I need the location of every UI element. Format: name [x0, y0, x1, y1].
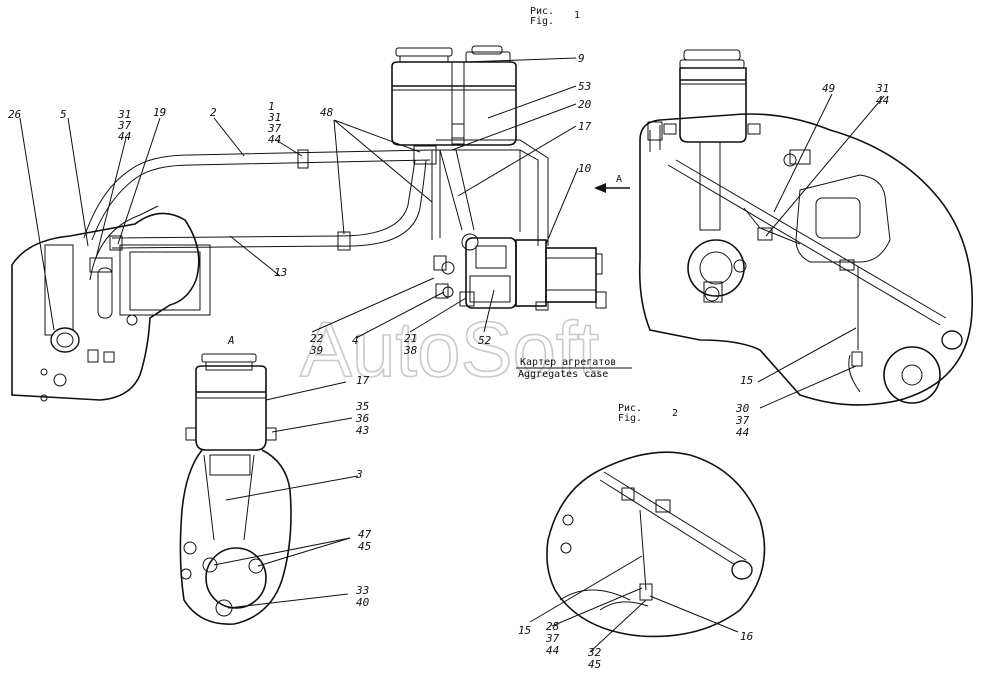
aggregates-case-en: Aggregates case	[518, 369, 608, 380]
callout-22: 22	[310, 332, 324, 345]
center-bracket	[430, 139, 549, 246]
callout-32: 32	[587, 646, 602, 659]
callout-30: 30	[735, 402, 750, 415]
callout-35: 35	[355, 400, 369, 413]
callout-20: 20	[578, 98, 592, 111]
callout-37: 37	[735, 414, 750, 427]
aggregates-case-ru: Картер агрегатов	[520, 357, 616, 368]
callout-52: 52	[478, 334, 492, 347]
center-reservoir	[391, 45, 517, 146]
view-a-section-label: A	[227, 334, 235, 347]
callout-1: 1	[268, 100, 275, 113]
callout-19: 19	[153, 106, 166, 119]
fig2-detail	[546, 451, 766, 638]
callout-31: 31	[117, 108, 131, 121]
callout-44: 44	[118, 130, 131, 143]
callout-2: 2	[210, 106, 217, 119]
callout-26: 26	[8, 108, 22, 121]
callout-15: 15	[518, 624, 531, 637]
callout-44: 44	[876, 94, 889, 107]
callout-43: 43	[356, 424, 369, 437]
callout-48: 48	[320, 106, 334, 119]
leader-lines	[19, 57, 885, 653]
callout-53: 53	[578, 80, 591, 93]
fig1-caption: Рис. Fig. 1	[530, 6, 580, 27]
callout-15: 15	[740, 374, 753, 387]
callout-44: 44	[736, 426, 749, 439]
callout-9: 9	[578, 52, 585, 65]
callout-37: 37	[117, 119, 132, 132]
center-pump	[433, 233, 607, 311]
view-a-section: A	[179, 334, 292, 625]
fig2-caption: Рис. Fig. 2	[618, 403, 678, 424]
view-a-arrow: A	[594, 174, 630, 193]
fig2-en: Fig.	[618, 413, 642, 424]
callout-45: 45	[588, 658, 601, 671]
callout-37: 37	[545, 632, 560, 645]
fig2-ru: Рис.	[618, 403, 642, 414]
callout-4: 4	[352, 334, 359, 347]
hose-13	[109, 159, 427, 251]
callout-31: 31	[267, 111, 281, 124]
callout-17: 17	[578, 120, 592, 133]
left-engine-block	[11, 212, 211, 402]
fig2-number: 2	[672, 408, 678, 419]
callout-47: 47	[358, 528, 372, 541]
callout-21: 21	[404, 332, 417, 345]
callout-38: 38	[403, 344, 418, 357]
right-engine-view	[638, 49, 974, 406]
callout-44: 44	[268, 133, 281, 146]
fig1-en: Fig.	[530, 16, 554, 27]
callout-40: 40	[356, 596, 370, 609]
watermark-text: AutoSoft	[300, 305, 600, 393]
aggregates-case-label: Картер агрегатов Aggregates case	[516, 357, 632, 380]
callout-44: 44	[546, 644, 559, 657]
callout-10: 10	[578, 162, 592, 175]
callout-16: 16	[740, 630, 754, 643]
callout-39: 39	[309, 344, 323, 357]
callout-45: 45	[358, 540, 371, 553]
callout-3: 3	[355, 468, 363, 481]
callout-5: 5	[60, 108, 67, 121]
callout-28: 28	[546, 620, 560, 633]
callout-36: 36	[355, 412, 370, 425]
callout-labels: 26 5 31 37 44 19 2 1 31 37 44 48 9 53 20…	[8, 52, 889, 671]
fig1-number: 1	[574, 10, 580, 21]
fig1-ru: Рис.	[530, 6, 554, 17]
callout-49: 49	[822, 82, 835, 95]
hose-2	[83, 145, 437, 241]
callout-33: 33	[355, 584, 369, 597]
view-a-arrow-label: A	[616, 174, 622, 185]
callout-13: 13	[274, 266, 287, 279]
callout-37: 37	[267, 122, 282, 135]
callout-31: 31	[875, 82, 889, 95]
callout-17: 17	[356, 374, 370, 387]
